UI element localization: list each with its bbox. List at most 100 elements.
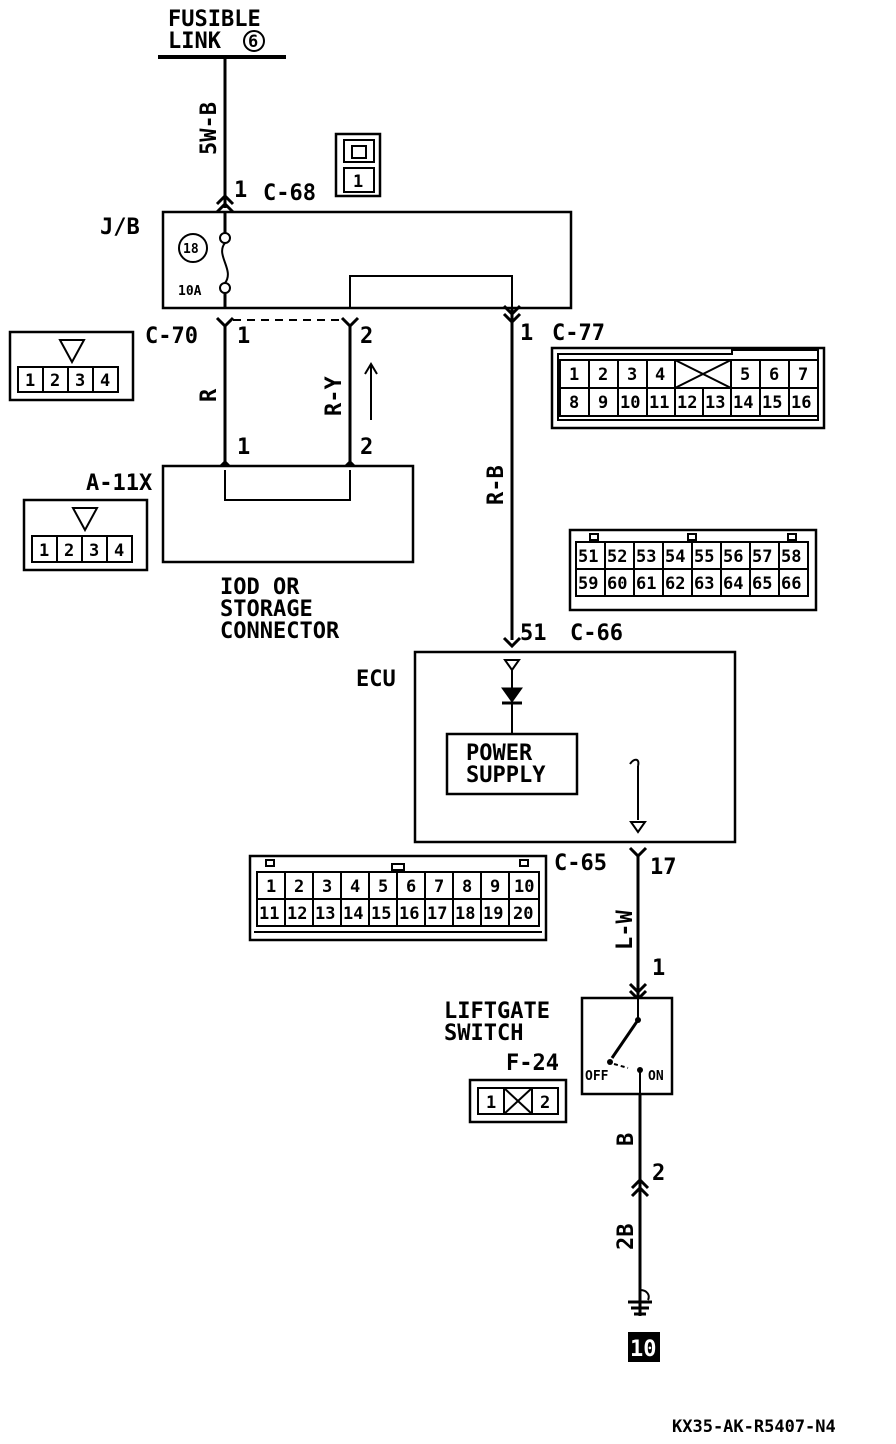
footer-code: KX35-AK-R5407-N4 [672, 1417, 836, 1437]
a11x-cell-2: 2 [64, 541, 74, 561]
a11x-cell-4: 4 [114, 541, 124, 561]
a11x-cell-4-box [106, 535, 133, 563]
iod-box [161, 464, 415, 564]
c66-r1-box-7 [749, 541, 780, 570]
c65-cell-20: 20 [513, 904, 533, 924]
c66-cell-63: 63 [694, 574, 714, 594]
c70-label: C-70 [145, 324, 198, 349]
c65-cell-2: 2 [294, 877, 304, 897]
c68-label: C-68 [263, 181, 316, 206]
c65-row1: 1 2 3 4 5 6 7 8 9 10 [256, 871, 540, 900]
iod-internal-link [224, 470, 351, 501]
c66-r1-box-6 [720, 541, 751, 570]
c66-cell-62: 62 [665, 574, 685, 594]
a11x-cell-3: 3 [89, 541, 99, 561]
c66-cell-64: 64 [723, 574, 743, 594]
wire-label-5w-b: 5W-B [197, 102, 222, 155]
c77-icon-outline [557, 349, 819, 421]
wire-label-r-y: R-Y [322, 376, 347, 416]
c65-cell-5: 5 [378, 877, 388, 897]
a11x-cell-1: 1 [39, 541, 49, 561]
c77-r1-box-1 [559, 359, 590, 389]
c66-label: C-66 [570, 621, 623, 646]
c77-cell-7: 7 [798, 365, 808, 385]
c65-cell-1: 1 [266, 877, 276, 897]
c66-r1-box-3 [633, 541, 664, 570]
c68-pin-arrow [215, 193, 235, 206]
c66-cell-60: 60 [607, 574, 627, 594]
ecu: ECU POWER SUPPLY [356, 650, 737, 844]
c68-icon-latch [343, 139, 375, 163]
c65-row2: 11 12 13 14 15 16 17 18 19 20 [256, 898, 540, 927]
c66-cell-57: 57 [752, 547, 772, 567]
c70-cell-3: 3 [75, 371, 85, 391]
c77-cell-9: 9 [598, 393, 608, 413]
fuse-number-circle [178, 233, 208, 263]
c68-icon-cell [343, 167, 375, 193]
c65-r2-box-7 [424, 898, 454, 927]
iod-line1: IOD OR [220, 575, 300, 600]
c70-pin2-arrow [340, 316, 360, 329]
f24-label: F-24 [506, 1051, 559, 1076]
c66-cell-56: 56 [723, 547, 743, 567]
c77-cell-16: 16 [791, 393, 811, 413]
c77-cell-2: 2 [598, 365, 608, 385]
c66-key-3 [787, 533, 797, 541]
c77-cell-5: 5 [740, 365, 750, 385]
wire-label-l-w: L-W [613, 910, 638, 950]
power-supply-line2: SUPPLY [466, 763, 546, 788]
c65-cell-15: 15 [371, 904, 391, 924]
ecu-input-terminal [503, 659, 521, 672]
c65-key-3 [519, 859, 529, 867]
c66-pin: 51 [520, 621, 547, 646]
ground-number-badge [628, 1332, 660, 1362]
c65-pin: 17 [650, 855, 677, 880]
wire-label-r-b: R-B [484, 465, 509, 505]
switch-on-label: ON [648, 1069, 664, 1084]
c77-pin-arrow [502, 304, 522, 317]
c65-r2-box-6 [396, 898, 426, 927]
switch-travel [613, 1063, 629, 1069]
c66-cell-55: 55 [694, 547, 714, 567]
c66-cell-59: 59 [578, 574, 598, 594]
c66-r2-box-3 [633, 568, 664, 597]
c66-r2-box-8 [778, 568, 809, 597]
c66-cell-58: 58 [781, 547, 801, 567]
diode-icon [501, 687, 523, 703]
f24-pin-top: 1 [652, 956, 665, 981]
c77-r2-box-3 [617, 387, 648, 417]
c70-cell-2: 2 [50, 371, 60, 391]
iod-storage-connector: 1 2 IOD OR STORAGE CONNECTOR [161, 435, 415, 644]
f24-pin2-arrow-2 [630, 1185, 650, 1198]
c65-cell-11: 11 [259, 904, 279, 924]
c66-r2-box-1 [575, 568, 606, 597]
jb-label: J/B [100, 215, 140, 240]
ground-number: 10 [630, 1337, 657, 1362]
fusible-link-number-circle [243, 30, 265, 52]
c77-r2-box-6 [702, 387, 732, 417]
c66-r2-box-6 [720, 568, 751, 597]
power-supply-box [445, 732, 579, 796]
connector-c68: 1 C-68 1 [215, 132, 382, 214]
c77-cell-8: 8 [569, 393, 579, 413]
power-supply-line1: POWER [466, 741, 533, 766]
c66-pin-arrow [502, 636, 522, 649]
c66-r2-box-5 [691, 568, 722, 597]
connector-c70: C-70 1 2 1 2 3 4 [8, 316, 373, 402]
c66-cell-65: 65 [752, 574, 772, 594]
f24-pin-bottom: 2 [652, 1161, 665, 1186]
liftgate-switch-box [580, 996, 674, 1096]
c77-r1-box-4 [646, 359, 676, 389]
c70-icon-key [58, 339, 86, 365]
c77-label: C-77 [552, 321, 605, 346]
c66-key-1 [589, 533, 599, 541]
c77-cell-4: 4 [655, 365, 665, 385]
c65-r1-box-6 [396, 871, 426, 900]
liftgate-line2: SWITCH [444, 1021, 523, 1046]
a11x-label: A-11X [86, 471, 152, 496]
c65-cell-8: 8 [462, 877, 472, 897]
fusible-link: FUSIBLE LINK 6 [158, 7, 286, 59]
c70-cell-3-box [67, 366, 94, 393]
c65-cell-10: 10 [514, 877, 534, 897]
c77-pin-arrow-2 [502, 312, 522, 325]
